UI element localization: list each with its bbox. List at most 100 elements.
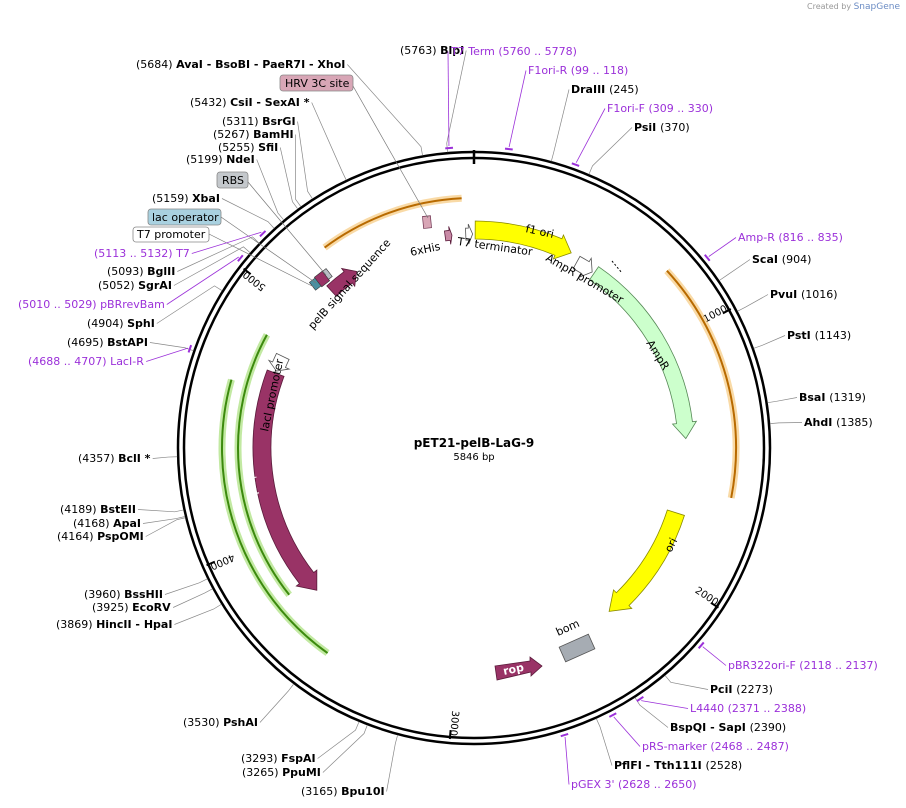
tick-label-5000: 5000 (241, 268, 268, 292)
primer-l4440[interactable]: L4440 (2371 .. 2388) (636, 696, 806, 715)
primer-leader (146, 347, 189, 362)
site-leader (753, 335, 786, 349)
credit-prefix: Created by (807, 2, 852, 11)
site-leader (137, 509, 184, 513)
site-bamhi[interactable]: (5267) BamHI (213, 128, 302, 207)
site-label-bsai: BsaI (1319) (799, 391, 866, 404)
site-leader (149, 342, 194, 352)
rop-arrow[interactable] (494, 656, 543, 681)
site-ava-bso-pae-xho[interactable]: (5684) AvaI - BsoBI - PaeR7I - XhoI (136, 58, 423, 156)
hrv-block (422, 215, 432, 229)
primer-pgex-3[interactable]: pGEX 3' (2628 .. 2650) (560, 732, 697, 791)
site-label-ppumi: (3265) PpuMI (242, 766, 321, 779)
site-pos: (2390) (750, 721, 787, 734)
plasmid-name: pET21-pelB-LaG-9 (414, 436, 535, 450)
site-pos: (1143) (815, 329, 852, 342)
site-enzyme: BsaI (799, 391, 829, 404)
site-bstapi[interactable]: (4695) BstAPI (67, 336, 194, 352)
site-ahdi[interactable]: AhdI (1385) (769, 416, 873, 429)
site-ppumi[interactable]: (3265) PpuMI (242, 725, 368, 779)
site-pflfi-tth[interactable]: PflFI - Tth111I (2528) (596, 718, 743, 772)
site-pos: (1016) (801, 288, 838, 301)
site-pos: (2528) (706, 759, 743, 772)
site-enzyme: PvuI (770, 288, 801, 301)
site-sfii[interactable]: (5255) SfiI (218, 141, 299, 210)
hrv-box (279, 74, 354, 92)
site-bsai[interactable]: BsaI (1319) (767, 391, 866, 404)
site-hincii-hpai[interactable]: (3869) HincII - HpaI (56, 603, 222, 631)
site-fspai[interactable]: (3293) FspAI (241, 721, 360, 765)
primer-label-laci-r: (4688 .. 4707) LacI-R (28, 355, 144, 368)
site-ndei[interactable]: (5199) NdeI (186, 153, 284, 221)
bom-block[interactable] (558, 633, 596, 663)
pelb-start-block (313, 270, 331, 288)
primer-f1ori-f[interactable]: F1ori-F (309 .. 330) (571, 102, 713, 167)
primer-t7-term[interactable]: T7 Term (5760 .. 5778) (445, 45, 577, 150)
site-apai[interactable]: (4168) ApaI (73, 516, 186, 530)
site-leader (767, 397, 798, 404)
primer-label-f1ori-r: F1ori-R (99 .. 118) (528, 64, 628, 77)
site-bcli[interactable]: (4357) BclI * (78, 452, 178, 465)
site-psii[interactable]: PsiI (370) (588, 121, 690, 175)
ori-arrow[interactable] (608, 509, 685, 612)
site-bsrgi[interactable]: (5311) BsrGI (222, 115, 313, 199)
site-enzyme: SfiI (258, 141, 278, 154)
site-enzyme: ApaI (113, 517, 141, 530)
site-bspqi-sapi[interactable]: BspQI - SapI (2390) (634, 697, 787, 734)
site-label-bsshii: (3960) BssHII (84, 588, 163, 601)
site-label-sgrai: (5052) SgrAI (98, 279, 172, 292)
t7-terminator-arrow[interactable] (465, 223, 474, 245)
site-scai[interactable]: ScaI (904) (719, 253, 812, 281)
site-enzyme: PshAI (223, 716, 258, 729)
his-tag-arrow[interactable] (443, 226, 453, 245)
ampr-arrow[interactable] (588, 266, 698, 440)
primer-label-pgex-3: pGEX 3' (2628 .. 2650) (571, 778, 697, 791)
tick-label-2000: 2000 (693, 585, 720, 608)
primer-prs-marker[interactable]: pRS-marker (2468 .. 2487) (608, 712, 789, 753)
site-leader (769, 422, 803, 424)
primer-pbrrevbam[interactable]: (5010 .. 5029) pBRrevBam (18, 254, 244, 311)
site-sgrai[interactable]: (5052) SgrAI (98, 246, 251, 292)
primer-t7[interactable]: (5113 .. 5132) T7 (94, 230, 267, 260)
site-leader (156, 285, 223, 324)
site-leader (259, 683, 294, 723)
site-label-ava-bso-pae-xho: (5684) AvaI - BsoBI - PaeR7I - XhoI (136, 58, 345, 71)
orf-top-core (323, 197, 462, 249)
bom-label: bom (554, 617, 582, 639)
f1-ori-arrow[interactable] (474, 220, 572, 260)
site-csi-sexa[interactable]: (5432) CsiI - SexAI * (190, 96, 347, 181)
site-label-ndei: (5199) NdeI (186, 153, 255, 166)
primer-laci-r[interactable]: (4688 .. 4707) LacI-R (28, 344, 193, 368)
site-bpu10i[interactable]: (3165) Bpu10I (301, 734, 398, 798)
site-pcii[interactable]: PciI (2273) (664, 675, 773, 696)
site-bsshii[interactable]: (3960) BssHII (84, 578, 208, 601)
orf-layer (218, 194, 740, 656)
site-pos: (904) (782, 253, 812, 266)
site-pshai[interactable]: (3530) PshAI (183, 683, 294, 729)
site-pos: (4168) (73, 517, 113, 530)
primer-f1ori-r[interactable]: F1ori-R (99 .. 118) (504, 64, 628, 151)
site-pos: (4189) (60, 503, 100, 516)
laci-promoter-arrow[interactable] (267, 352, 291, 372)
site-label-psii: PsiI (370) (634, 121, 690, 134)
tick-label-3000: 3000 (447, 710, 460, 736)
site-blpi[interactable]: (5763) BlpI (400, 44, 467, 153)
site-xbai[interactable]: (5159) XbaI (152, 192, 275, 229)
site-sphi[interactable]: (4904) SphI (87, 285, 223, 330)
primer-pos: (99 .. 118) (571, 64, 629, 77)
ampr-promoter-arrow[interactable] (572, 255, 593, 278)
site-label-bpu10i: (3165) Bpu10I (301, 785, 385, 798)
primer-amp-r[interactable]: Amp-R (816 .. 835) (704, 231, 843, 262)
site-enzyme: XbaI (192, 192, 220, 205)
primer-pbr322ori-f[interactable]: pBR322ori-F (2118 .. 2137) (697, 641, 878, 672)
site-psp-omi[interactable]: (4164) PspOMI (57, 517, 186, 543)
site-bglii[interactable]: (5093) BglII (107, 236, 260, 278)
laci-arrow[interactable] (252, 369, 318, 591)
site-pvui[interactable]: PvuI (1016) (737, 288, 838, 312)
site-psti[interactable]: PstI (1143) (753, 329, 852, 349)
site-draiii[interactable]: DraIII (245) (550, 83, 639, 162)
site-label-sphi: (4904) SphI (87, 317, 155, 330)
site-bsteii[interactable]: (4189) BstEII (60, 503, 184, 516)
site-ecorv[interactable]: (3925) EcoRV (92, 588, 213, 614)
pelb-arrow[interactable] (326, 267, 358, 297)
